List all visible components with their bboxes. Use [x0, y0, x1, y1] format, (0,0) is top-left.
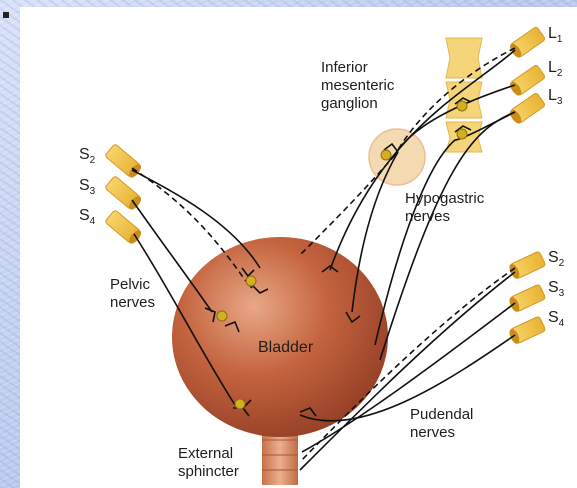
label-s2-right: S2 — [548, 249, 565, 269]
label-s2-left: S2 — [79, 146, 96, 166]
label-l1: L1 — [548, 25, 563, 45]
bladder-shape — [172, 237, 388, 437]
label-s3-left: S3 — [79, 177, 96, 197]
label-s3-right: S3 — [548, 279, 565, 299]
label-external-2: sphincter — [178, 463, 239, 480]
label-pelvic-2: nerves — [110, 294, 155, 311]
label-l3: L3 — [548, 87, 563, 107]
label-pudendal-2: nerves — [410, 424, 455, 441]
label-inferior-mesenteric-1: Inferior — [321, 59, 368, 76]
sacral-roots-left — [105, 144, 144, 246]
label-s4-right: S4 — [548, 309, 565, 329]
label-external-1: External — [178, 445, 233, 462]
label-hypogastric-1: Hypogastric — [405, 190, 485, 207]
label-inferior-mesenteric-3: ganglion — [321, 95, 378, 112]
label-s4-left: S4 — [79, 207, 96, 227]
sacral-roots-right — [507, 251, 545, 345]
label-inferior-mesenteric-2: mesenteric — [321, 77, 395, 94]
label-hypogastric-2: nerves — [405, 208, 450, 225]
label-pudendal-1: Pudendal — [410, 406, 473, 423]
label-pelvic-1: Pelvic — [110, 276, 151, 293]
label-bladder: Bladder — [258, 339, 314, 356]
label-l2: L2 — [548, 59, 563, 79]
lumbar-roots — [508, 26, 546, 125]
